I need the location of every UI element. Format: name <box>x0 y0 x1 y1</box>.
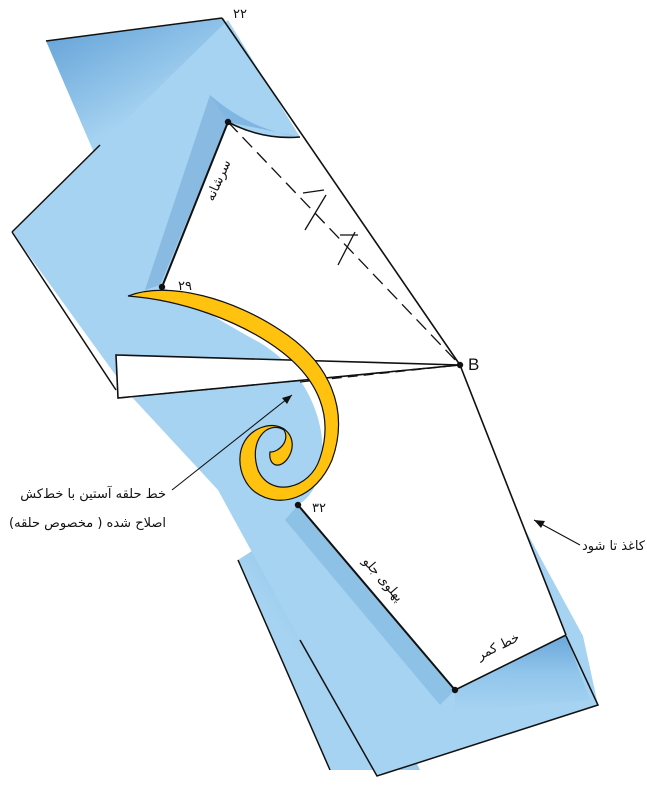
fold-leader <box>533 519 581 546</box>
french-curve-ruler <box>127 289 340 501</box>
waist-line <box>454 634 567 691</box>
paper-outline <box>11 17 600 777</box>
dashed-flap-to-B <box>299 364 461 383</box>
shoulder-line <box>161 121 229 288</box>
label-B: B <box>468 355 479 374</box>
label-paper-fold: کاغذ تا شود <box>582 539 646 554</box>
dashed-shoulder-to-B <box>227 121 461 366</box>
shoulder-curve <box>227 121 301 139</box>
label-armhole-1: خط حلقه آستین با خط‌کش <box>20 485 166 502</box>
left-edge-shading <box>145 95 228 290</box>
front-side-line <box>297 504 456 691</box>
point-waist <box>451 686 459 694</box>
armhole-leader <box>171 394 293 491</box>
label-29: ۲۹ <box>178 279 192 294</box>
label-32: ۳۲ <box>312 501 326 516</box>
point-32 <box>294 501 302 509</box>
label-armhole-2: (مخصوص حلقه ) اصلاح شده <box>9 516 166 531</box>
shoulder-shading <box>210 95 300 137</box>
pattern-piece <box>162 122 566 690</box>
fold-edge-line <box>221 17 461 366</box>
fold-edge-lower <box>459 364 567 636</box>
point-B <box>456 361 464 369</box>
point-29 <box>158 283 166 291</box>
waist-band <box>455 635 590 712</box>
point-shoulder-top <box>224 118 232 126</box>
label-22: ۲۲ <box>233 7 247 22</box>
side-shading <box>285 505 455 705</box>
